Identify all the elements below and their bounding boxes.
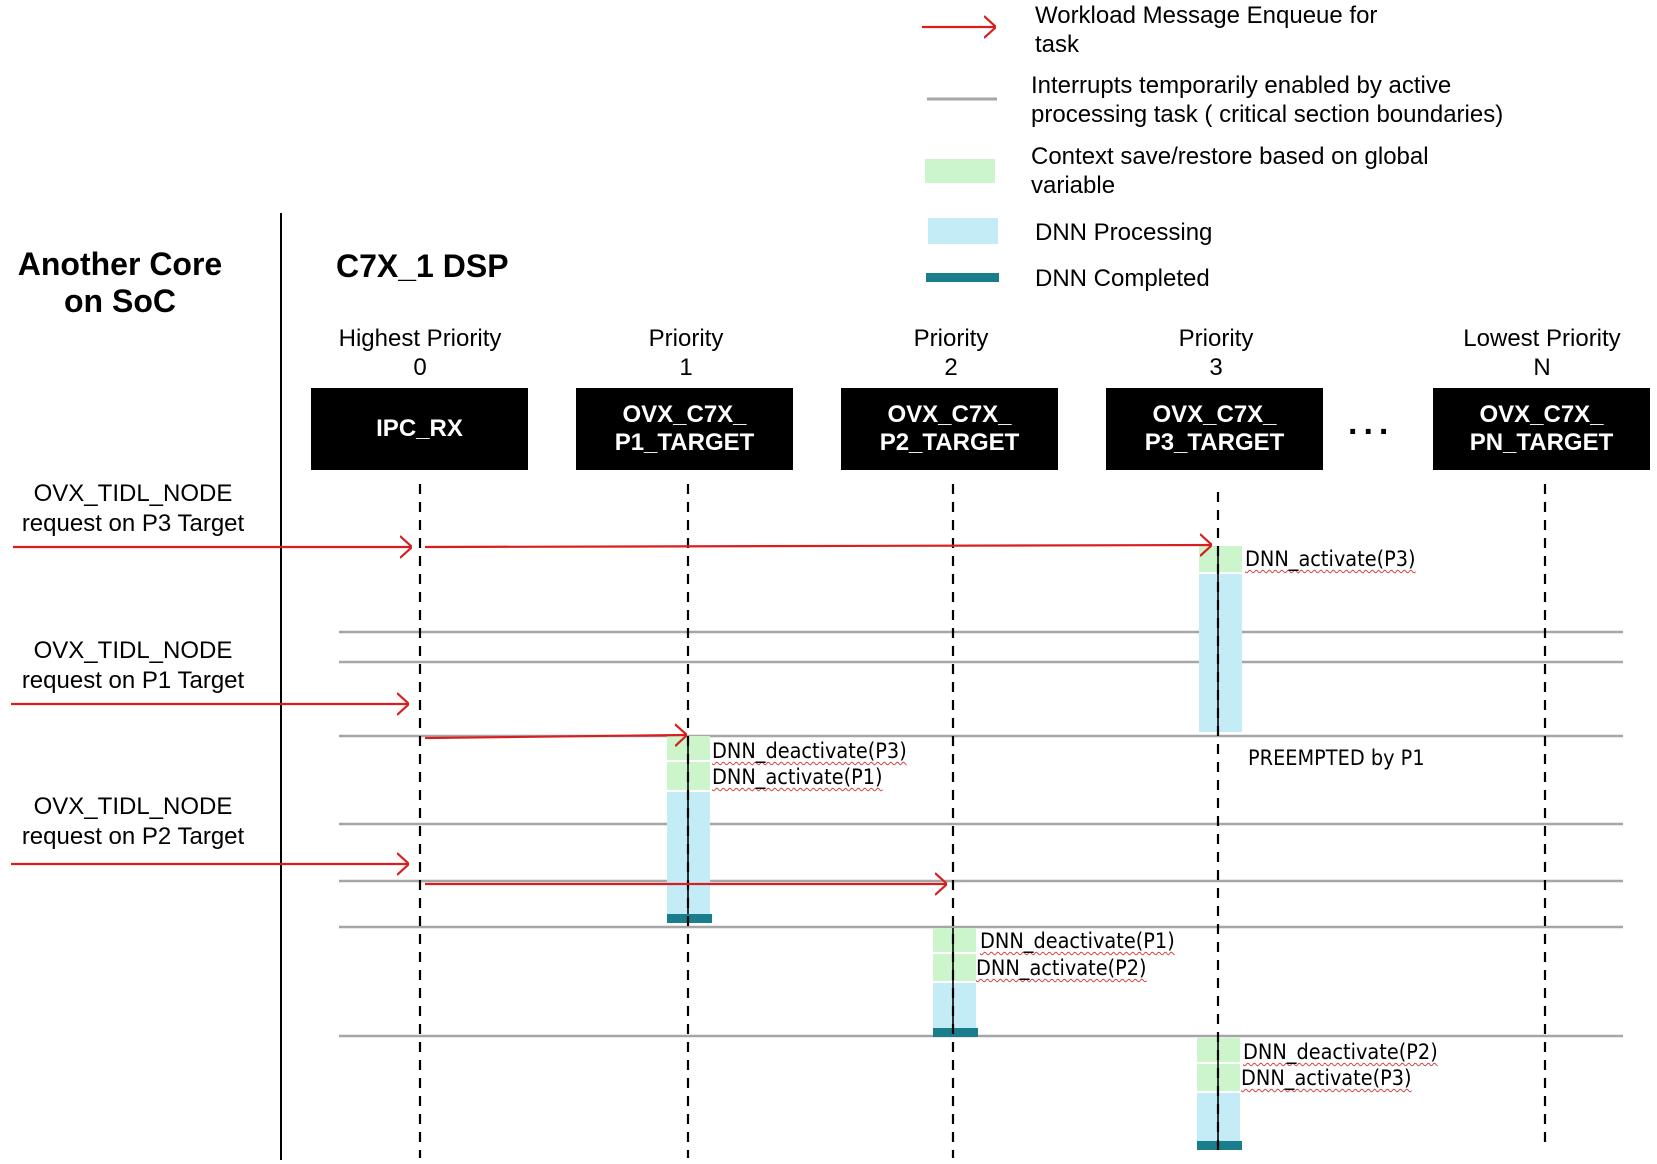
- p2-processing-block: [933, 983, 976, 1028]
- annotation-p2-activate: DNN_activate(P2): [976, 956, 1147, 980]
- task-box-label-line2: P3_TARGET: [1144, 429, 1285, 456]
- legend-item-enqueue: Workload Message Enqueue for task: [1035, 1, 1377, 59]
- annotation-p2-deactivate-p1: DNN_deactivate(P1): [980, 929, 1175, 953]
- enqueue-arrow-p3: [424, 545, 1212, 547]
- request-label-line2: request on P3 Target: [21, 510, 245, 537]
- task-box-p2-target: OVX_C7X_ P2_TARGET: [841, 388, 1058, 470]
- request-label-p3: OVX_TIDL_NODE request on P3 Target: [3, 479, 263, 539]
- another-core-title-line1: Another Core: [17, 246, 223, 282]
- legend-enqueue-label-line1: Workload Message Enqueue for: [1035, 2, 1378, 29]
- message-arrows: [11, 545, 1212, 884]
- request-label-line2: request on P2 Target: [21, 823, 245, 850]
- annotation-text: DNN_deactivate(P2): [1243, 1040, 1438, 1064]
- request-label-line1: OVX_TIDL_NODE: [33, 480, 233, 507]
- p2-completed-bar: [933, 1028, 978, 1037]
- task-box-pn-target: OVX_C7X_ PN_TARGET: [1433, 388, 1650, 470]
- task-box-label-line2: P1_TARGET: [614, 429, 755, 456]
- annotation-text: PREEMPTED by P1: [1248, 746, 1425, 770]
- legend-item-processing: DNN Processing: [1035, 218, 1212, 247]
- priority-header-1: Priority 1: [566, 324, 806, 382]
- annotation-text: DNN_activate(P1): [712, 765, 883, 789]
- legend-context-label-line2: variable: [1031, 172, 1116, 199]
- legend-teal-swatch: [926, 273, 999, 282]
- legend-enqueue-label-line2: task: [1035, 31, 1080, 58]
- task-box-label-line1: OVX_C7X_: [622, 401, 747, 428]
- ellipsis: ...: [1348, 404, 1395, 442]
- task-box-p3-target: OVX_C7X_ P3_TARGET: [1106, 388, 1323, 470]
- legend-cyan-swatch: [928, 218, 998, 244]
- annotation-text: DNN_activate(P3): [1241, 1066, 1412, 1090]
- p2-context-activate-block: [933, 954, 976, 981]
- annotation-preempted: PREEMPTED by P1: [1248, 746, 1425, 770]
- task-box-label-line1: OVX_C7X_: [1152, 401, 1277, 428]
- task-box-label-line2: PN_TARGET: [1469, 429, 1614, 456]
- priority-value: 3: [1209, 354, 1223, 381]
- annotation-text: DNN_activate(P3): [1245, 547, 1416, 571]
- legend-completed-label: DNN Completed: [1035, 265, 1210, 292]
- priority-label: Priority: [648, 325, 724, 352]
- task-box-ipc-rx: IPC_RX: [311, 388, 528, 470]
- legend-item-interrupts: Interrupts temporarily enabled by active…: [1031, 71, 1503, 129]
- task-box-label: IPC_RX: [376, 415, 463, 442]
- annotation-text: DNN_activate(P2): [976, 956, 1147, 980]
- priority-label: Priority: [1178, 325, 1254, 352]
- legend-processing-label: DNN Processing: [1035, 219, 1213, 246]
- annotation-text: DNN_deactivate(P3): [712, 739, 907, 763]
- annotation-p3-activate: DNN_activate(P3): [1245, 547, 1416, 571]
- annotation-p1-activate: DNN_activate(P1): [712, 765, 883, 789]
- p3-context-block: [1199, 546, 1242, 572]
- enqueue-arrow-p1: [424, 735, 687, 738]
- interrupt-lines: [339, 630, 1623, 1038]
- p3-processing-block: [1199, 574, 1242, 732]
- annotation-p3-reactivate: DNN_activate(P3): [1241, 1066, 1412, 1090]
- legend-interrupts-label-line1: Interrupts temporarily enabled by active: [1031, 72, 1452, 99]
- priority-header-2: Priority 2: [831, 324, 1071, 382]
- legend-item-context: Context save/restore based on global var…: [1031, 142, 1429, 200]
- p3-completed-bar: [1197, 1141, 1242, 1150]
- legend-green-swatch: [925, 159, 995, 183]
- another-core-title-line2: on SoC: [64, 283, 176, 319]
- request-label-line1: OVX_TIDL_NODE: [33, 637, 233, 664]
- priority-value: 0: [413, 354, 427, 381]
- p1-completed-bar: [667, 914, 712, 923]
- priority-value: 2: [944, 354, 958, 381]
- priority-header-n: Lowest Priority N: [1422, 324, 1657, 382]
- annotation-p3-deactivate-p2: DNN_deactivate(P2): [1243, 1040, 1438, 1064]
- annotation-text: DNN_deactivate(P1): [980, 929, 1175, 953]
- priority-header-0: Highest Priority 0: [300, 324, 540, 382]
- annotation-p1-deactivate-p3: DNN_deactivate(P3): [712, 739, 907, 763]
- priority-value: N: [1533, 354, 1551, 381]
- legend-item-completed: DNN Completed: [1035, 264, 1210, 293]
- priority-label: Highest Priority: [338, 325, 502, 352]
- priority-label: Lowest Priority: [1463, 325, 1621, 352]
- priority-label: Priority: [913, 325, 989, 352]
- legend-interrupts-label-line2: processing task ( critical section bound…: [1031, 101, 1504, 128]
- priority-value: 1: [679, 354, 693, 381]
- request-label-p1: OVX_TIDL_NODE request on P1 Target: [3, 636, 263, 696]
- request-label-line1: OVX_TIDL_NODE: [33, 793, 233, 820]
- priority-header-3: Priority 3: [1096, 324, 1336, 382]
- request-label-line2: request on P1 Target: [21, 667, 245, 694]
- another-core-title: Another Core on SoC: [0, 246, 240, 320]
- p2-context-deactivate-block: [933, 928, 976, 952]
- task-box-label-line1: OVX_C7X_: [887, 401, 1012, 428]
- task-box-label-line2: P2_TARGET: [879, 429, 1020, 456]
- legend-context-label-line1: Context save/restore based on global: [1031, 143, 1429, 170]
- dsp-title: C7X_1 DSP: [336, 248, 509, 284]
- task-box-p1-target: OVX_C7X_ P1_TARGET: [576, 388, 793, 470]
- request-label-p2: OVX_TIDL_NODE request on P2 Target: [3, 792, 263, 852]
- task-box-label-line1: OVX_C7X_: [1479, 401, 1604, 428]
